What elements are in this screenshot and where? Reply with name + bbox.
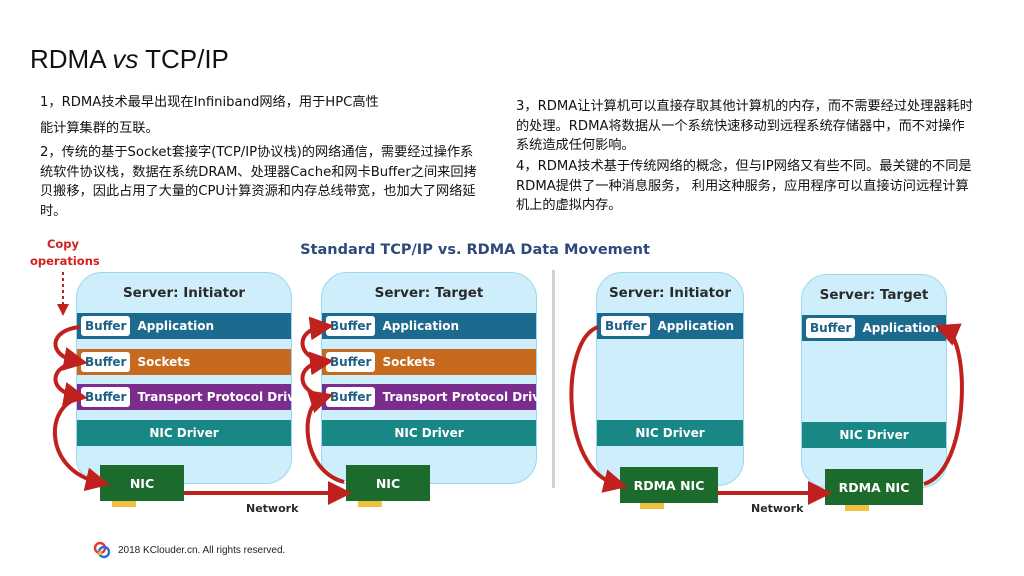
footer: 2018 KClouder.cn. All rights reserved. [92,540,285,560]
paragraph-3: 3，RDMA让计算机可以直接存取其他计算机的内存，而不需要经过处理器耗时的处理。… [516,99,973,153]
layer-label: Sockets [382,355,436,369]
buffer-label: Buffer [81,352,131,372]
paragraph-1-line-1: 1，RDMA技术最早出现在Infiniband网络，用于HPC高性 [40,95,379,110]
buffer-label: Buffer [326,387,376,407]
paragraph-1: 1，RDMA技术最早出现在Infiniband网络，用于HPC高性 能计算集群的… [40,93,480,138]
server-tcp-initiator: Server: Initiator Buffer Application Buf… [76,272,309,484]
buffer-label: Buffer [806,318,856,338]
layer-label: Transport Protocol Driver [137,390,310,404]
copy-operations-label: Copy operations [30,237,100,268]
layer-label: NIC Driver [839,428,909,442]
layer-label: NIC Driver [149,426,219,440]
layer-label: Application [382,319,460,333]
layer-application: Buffer Application [322,313,536,339]
nic-connector [845,505,869,511]
nic-tcp-target: NIC [346,465,430,501]
layer-nic-driver: NIC Driver [597,420,743,446]
layer-label: NIC Driver [394,426,464,440]
layer-application: Buffer Application [597,313,743,339]
server-rdma-target: Server: Target Buffer Application NIC Dr… [801,274,947,488]
layer-label: Application [862,321,940,335]
buffer-label: Buffer [326,352,376,372]
nic-connector [358,501,382,507]
rdma-nic-initiator: RDMA NIC [620,467,718,503]
server-title: Server: Initiator [608,285,732,301]
layer-nic-driver: NIC Driver [322,420,536,446]
server-tcp-target: Server: Target Buffer Application Buffer… [321,272,554,484]
layer-label: NIC Driver [635,426,705,440]
title-rdma: RDMA [30,44,113,74]
buffer-label: Buffer [601,316,651,336]
layer-label: Application [137,319,215,333]
nic-connector [640,503,664,509]
copy-arrow-target-3 [300,316,334,363]
page-title: RDMA vs TCP/IP [30,44,229,75]
buffer-label: Buffer [81,316,131,336]
server-title: Server: Target [374,285,484,301]
paragraph-4: 4，RDMA技术基于传统网络的概念，但与IP网络又有些不同。最关键的不同是RDM… [516,159,972,213]
layer-sockets: Buffer Sockets [77,349,291,375]
server-title: Server: Initiator [122,285,246,301]
kclouder-logo-icon [93,541,111,559]
layer-application: Buffer Application [802,315,946,341]
layer-label: Sockets [137,355,191,369]
buffer-label: Buffer [81,387,131,407]
layer-transport: Buffer Transport Protocol Driver [322,384,554,410]
layer-nic-driver: NIC Driver [77,420,291,446]
layer-sockets: Buffer Sockets [322,349,536,375]
paragraph-2: 2，传统的基于Socket套接字(TCP/IP协议栈)的网络通信，需要经过操作系… [40,145,477,219]
buffer-label: Buffer [326,316,376,336]
layer-nic-driver: NIC Driver [802,422,946,448]
layer-transport: Buffer Transport Protocol Driver [77,384,309,410]
layer-label: Transport Protocol Driver [382,390,555,404]
diagram-title: Standard TCP/IP vs. RDMA Data Movement [300,242,650,258]
rdma-nic-target: RDMA NIC [825,469,923,505]
footer-copyright: 2018 KClouder.cn. All rights reserved. [118,544,286,556]
nic-connector [112,501,136,507]
server-rdma-initiator: Server: Initiator Buffer Application NIC… [596,272,744,486]
paragraph-1-line-2: 能计算集群的互联。 [40,120,159,136]
network-label-rdma: Network [751,502,804,515]
nic-tcp-initiator: NIC [100,465,184,501]
network-label-tcp: Network [246,502,299,515]
title-tcpip: TCP/IP [138,44,229,74]
server-title: Server: Target [819,287,929,303]
layer-application: Buffer Application [77,313,291,339]
layer-label: Application [657,319,735,333]
diagram-divider [552,270,555,488]
title-vs: vs [112,44,139,74]
